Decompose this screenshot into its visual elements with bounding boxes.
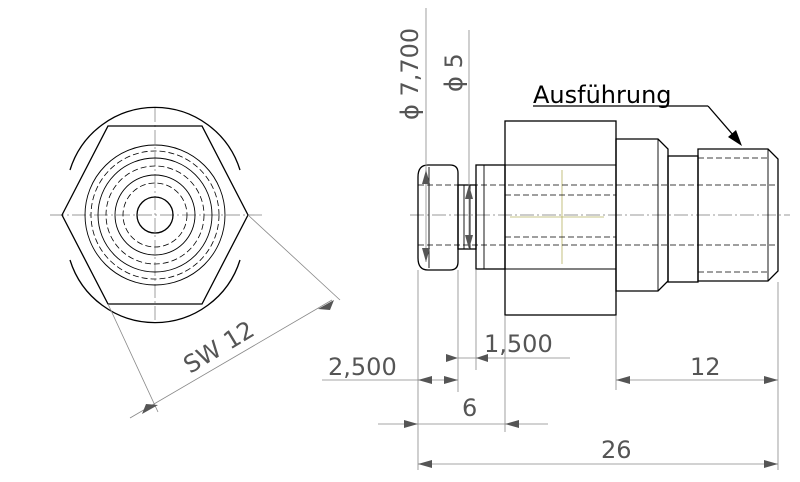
neck [667, 155, 699, 283]
d-inner-arrow-bottom [465, 235, 473, 249]
hex-body [504, 120, 617, 316]
dim-26-arrow-1 [418, 460, 432, 468]
d-inner-arrow-top [465, 185, 473, 199]
dim-2500-arrow-1 [418, 376, 432, 384]
sw-arrow-1 [142, 404, 158, 414]
dim-1500-arrow-1 [446, 354, 458, 362]
dim-2500-arrow-2 [444, 376, 458, 384]
sw-ext-line-1 [107, 303, 159, 413]
sw-arrow-2 [318, 300, 334, 310]
ausfuehrung-label: Ausführung [533, 81, 672, 109]
dim-2500: 2,500 [322, 353, 458, 384]
sw-dim-text: SW 12 [179, 315, 260, 379]
hidden-circle-3 [122, 182, 188, 248]
dim-12-text: 12 [690, 353, 721, 381]
dim-26-text: 26 [601, 436, 632, 464]
extension-lines [417, 270, 779, 470]
inner-circle [114, 174, 196, 256]
diameter-dimensions: ϕ 7,700 ϕ 5 [396, 8, 473, 262]
end-view [50, 106, 262, 324]
hex-chamfer-arc-bottom [69, 259, 241, 324]
dim-26-arrow-2 [764, 460, 778, 468]
dim-12: 12 [616, 353, 778, 384]
dim-1500-text: 1,500 [484, 330, 553, 358]
ausfuehrung-arrowhead [728, 130, 742, 146]
dim-12-arrow-2 [764, 376, 778, 384]
sw-ext-line-2 [247, 214, 341, 301]
mid-circle [97, 157, 213, 273]
shoulder [475, 164, 506, 270]
dim-1500: 1,500 [446, 330, 570, 362]
outer-circle [84, 144, 226, 286]
d-inner-text: ϕ 5 [440, 53, 468, 92]
ausfuehrung-callout: Ausführung [533, 81, 742, 146]
sw-dimension: SW 12 [107, 214, 341, 419]
front-collar [417, 164, 459, 271]
hidden-circle-2 [105, 165, 205, 265]
bore-circle [136, 196, 174, 234]
d-outer-arrow-top [422, 170, 430, 184]
dim-26: 26 [418, 436, 778, 468]
dim-6: 6 [378, 394, 548, 428]
d-outer-text: ϕ 7,700 [396, 28, 424, 120]
thread-circle-hidden [90, 150, 220, 280]
side-view [410, 120, 790, 316]
dim-12-arrow-1 [616, 376, 630, 384]
d-outer-arrow-bottom [422, 248, 430, 262]
dim-6-arrow-2 [505, 420, 519, 428]
dim-2500-text: 2,500 [328, 353, 397, 381]
dim-6-arrow-1 [404, 420, 418, 428]
hex-chamfer-arc-top [69, 106, 241, 171]
dim-1500-arrow-2 [476, 354, 488, 362]
sw-dim-line [129, 299, 333, 419]
dim-6-text: 6 [462, 394, 477, 422]
